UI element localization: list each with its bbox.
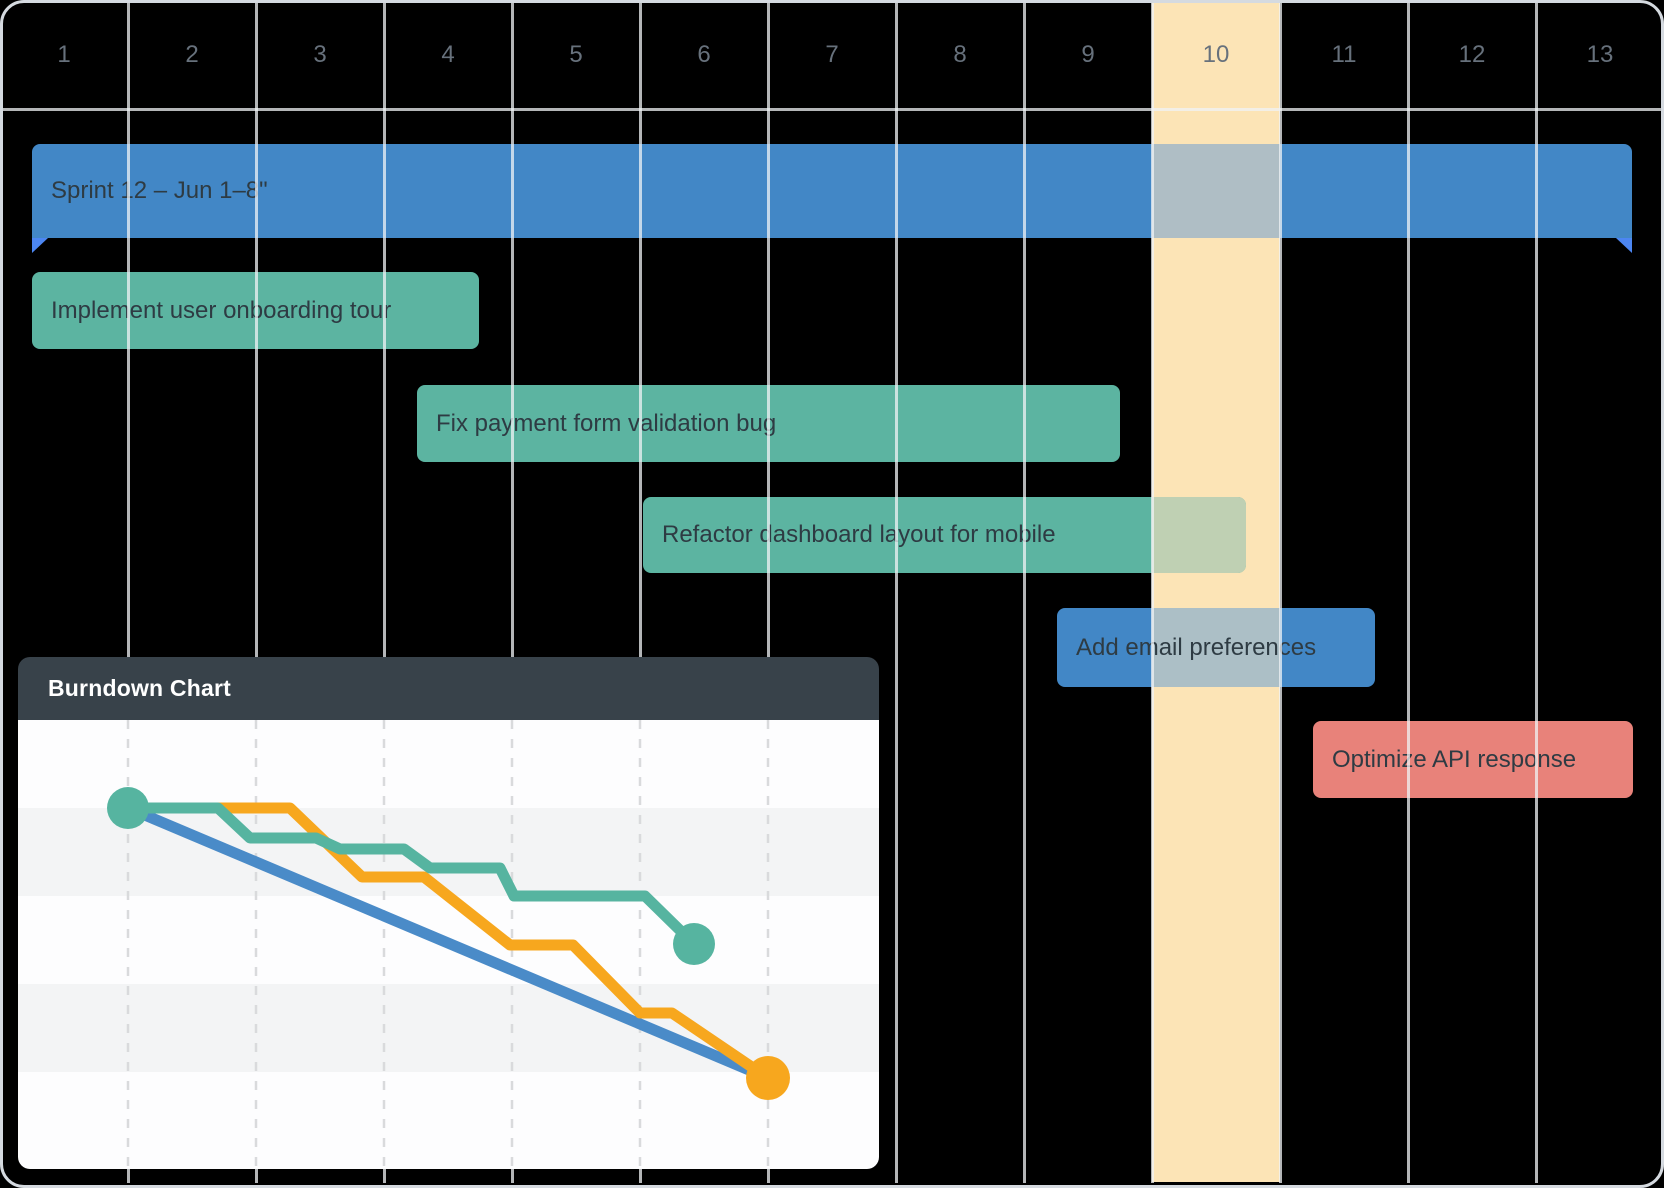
timeline-header-cell-12: 12 (1458, 41, 1486, 68)
burndown-remaining-start-dot (107, 787, 149, 829)
task-bar-3-muted-segment (1152, 497, 1246, 573)
timeline-header-cell-9: 9 (1081, 41, 1095, 68)
timeline-header-cell-2: 2 (185, 41, 199, 68)
burndown-panel: Burndown Chart (18, 657, 879, 1169)
burndown-line-actual (128, 802, 772, 1083)
timeline-header-cell-8: 8 (953, 41, 967, 68)
vertical-gridline (255, 3, 258, 1183)
sprint-bar-muted-segment (1152, 144, 1280, 238)
burndown-line-remaining (128, 802, 698, 948)
burndown-remaining-end-dot (673, 923, 715, 965)
timeline-header-cell-13: 13 (1586, 41, 1614, 68)
vertical-gridline (127, 3, 130, 1183)
task-bar-5[interactable]: Optimize API response (1313, 721, 1633, 798)
vertical-gridline (639, 3, 642, 1183)
burndown-actual-end-dot (746, 1056, 790, 1100)
timeline-header-cell-7: 7 (825, 41, 839, 68)
burndown-chart-svg (107, 720, 790, 1169)
sprint-bar-label: Sprint 12 – Jun 1–8" (51, 177, 268, 204)
sprint-fold-right (1616, 238, 1632, 253)
task-bar-4-label: Add email preferences (1076, 633, 1317, 661)
burndown-title: Burndown Chart (48, 675, 231, 701)
timeline-header-cell-6: 6 (697, 41, 711, 68)
task-bar-3[interactable]: Refactor dashboard layout for mobile (643, 497, 1246, 573)
vertical-gridline (383, 3, 386, 1183)
vertical-gridline (895, 3, 898, 1183)
sprint-bar[interactable]: Sprint 12 – Jun 1–8" (32, 144, 1632, 253)
task-bar-4-muted-segment (1152, 608, 1280, 687)
vertical-gridline (511, 3, 514, 1183)
sprint-fold-left (32, 238, 48, 253)
vertical-gridline (1535, 3, 1538, 1183)
task-bar-3-label: Refactor dashboard layout for mobile (662, 521, 1056, 548)
timeline-header-cell-4: 4 (441, 41, 455, 68)
timeline-header-cell-3: 3 (313, 41, 327, 68)
task-bar-4[interactable]: Add email preferences (1057, 608, 1375, 687)
vertical-gridline (1279, 3, 1282, 1183)
timeline-header-cell-10: 10 (1202, 41, 1230, 68)
task-bar-2-label: Fix payment form validation bug (436, 409, 777, 437)
burndown-line-ideal (125, 802, 771, 1084)
timeline-header-cell-11: 11 (1331, 41, 1357, 68)
header-separator (3, 108, 1661, 111)
task-bar-1-label: Implement user onboarding tour (51, 296, 392, 324)
timeline-header-cell-1: 1 (57, 41, 71, 68)
burndown-header: Burndown Chart (18, 657, 879, 720)
burndown-body (18, 720, 879, 1169)
vertical-gridline (1407, 3, 1410, 1183)
vertical-gridline (767, 3, 770, 1183)
vertical-gridline (1023, 3, 1026, 1183)
timeline-header-cell-5: 5 (569, 41, 583, 68)
vertical-gridline (1151, 3, 1154, 1183)
